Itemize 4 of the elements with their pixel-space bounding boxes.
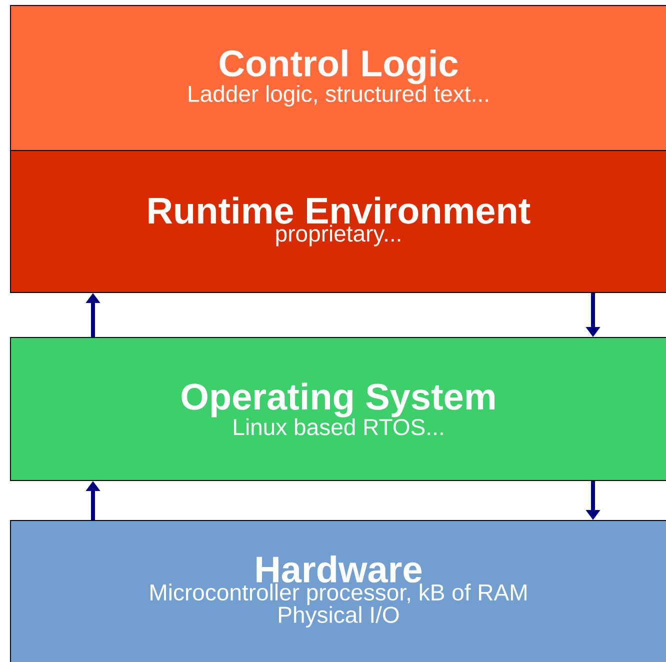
- layer-box: Hardware Microcontroller processor, kB of RAM Physical I/O: [10, 520, 666, 662]
- layer-box: Control Logic Ladder logic, structured text...: [10, 5, 666, 151]
- layer-box: Runtime Environment proprietary...: [10, 150, 666, 293]
- layer-box: Operating System Linux based RTOS...: [10, 337, 666, 481]
